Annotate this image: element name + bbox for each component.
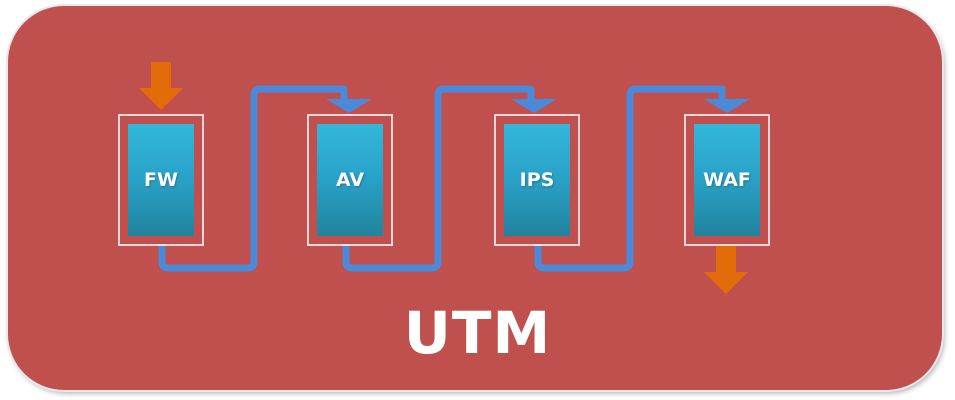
module-ips-label: IPS [519,169,555,191]
module-ips: IPS [494,114,580,246]
arrow-into-waf-icon [704,99,750,113]
arrow-into-av-icon [326,99,372,113]
module-ips-box: IPS [504,124,570,236]
arrow-into-ips-icon [511,99,557,113]
module-waf: WAF [684,114,770,246]
output-arrow-icon [704,246,748,294]
connector-av-ips [342,85,535,272]
input-arrow-icon [139,62,183,110]
module-waf-box: WAF [694,124,760,236]
module-av-label: AV [335,169,365,191]
connector-fw-av [158,85,348,272]
module-fw-label: FW [144,169,178,191]
module-fw: FW [118,114,204,246]
diagram-title: UTM [403,299,552,367]
module-av: AV [307,114,393,246]
connector-ips-waf [534,85,726,272]
module-waf-label: WAF [703,169,751,191]
module-fw-box: FW [128,124,194,236]
module-av-box: AV [317,124,383,236]
